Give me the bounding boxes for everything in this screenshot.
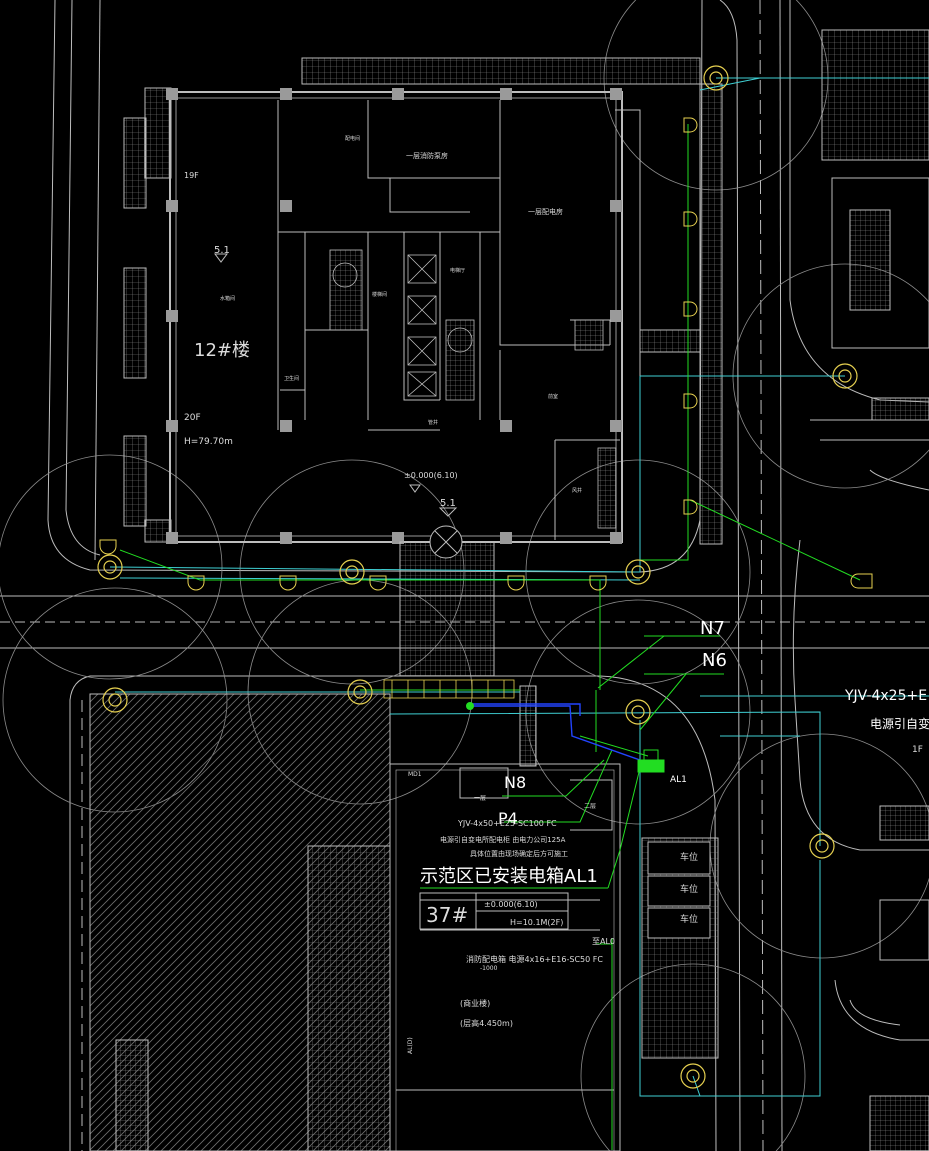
parking-a: 车位 <box>680 851 698 863</box>
grid-mark: 5.1 <box>214 245 230 256</box>
label-n7: N7 <box>700 618 725 639</box>
lower-left-lot <box>89 693 391 1151</box>
box-tag-a: 一层 <box>474 795 486 802</box>
building-37-elevation: ±0.000(6.10) <box>484 900 538 909</box>
side-tag: AL(D) <box>407 1037 414 1054</box>
label-n6: N6 <box>702 650 727 671</box>
panel-label: 示范区已安装电箱AL1 <box>420 866 598 887</box>
room-small-g: 风井 <box>572 487 582 494</box>
building-height: H=79.70m <box>184 437 233 447</box>
building-37 <box>389 685 719 1151</box>
room-name: (商业楼) <box>460 998 490 1008</box>
elevation-mark: ±0.000(6.10) <box>404 471 458 480</box>
note-line1: 电源引自变电所配电柜 由电力公司125A <box>440 835 566 844</box>
note-line2: 具体位置由现场确定后方可施工 <box>470 849 568 858</box>
floors-top: 19F <box>184 171 199 180</box>
cable-right-note: 电源引自变电 <box>870 716 929 731</box>
cable-second: 消防配电箱 电源4x16+E16-SC50 FC <box>466 954 603 964</box>
cable-right: YJV-4x25+E <box>844 688 927 704</box>
room-fire-pump: 一层消防泵房 <box>406 151 448 160</box>
cable-main: YJV-4x50+E25-SC100 FC <box>457 819 557 828</box>
building-12-labels: 5.1 19F 12#楼 20F H=79.70m ±0.000(6.10) 5… <box>184 135 582 509</box>
right-structures <box>821 29 929 1151</box>
al1-box <box>466 702 665 773</box>
al0-label: 至AL0 <box>592 937 615 946</box>
grid-mark-lower: 5.1 <box>440 498 456 509</box>
parking-c: 车位 <box>680 913 698 925</box>
right-floor: 1F <box>912 745 923 755</box>
room-small-h: 卫生间 <box>284 375 299 382</box>
room-small-f: 管井 <box>428 419 438 426</box>
parking-b: 车位 <box>680 883 698 895</box>
label-al1: AL1 <box>670 775 687 785</box>
circuit-labels: N7 N6 N8 P4 AL1 YJV-4x25+E 电源引自变电 1F <box>498 618 929 828</box>
light-fixtures <box>97 65 858 1089</box>
sub-note: -1000 <box>480 965 498 972</box>
building-12 <box>123 57 723 677</box>
building-37-number: 37# <box>426 903 468 927</box>
wall-lamps <box>99 117 873 591</box>
room-small-c: 楼梯间 <box>372 291 387 298</box>
room-small-b: 水箱间 <box>220 295 235 302</box>
building-37-labels: YJV-4x50+E25-SC100 FC 电源引自变电所配电柜 由电力公司12… <box>407 771 698 1054</box>
label-p4: P4 <box>498 809 518 828</box>
small-tag: MD1 <box>408 771 422 778</box>
fixture-band <box>383 679 515 699</box>
building-37-height: H=10.1M(2F) <box>510 918 563 927</box>
blue-cable <box>468 703 641 761</box>
label-n8: N8 <box>504 773 526 792</box>
room-power: 一层配电房 <box>528 207 563 216</box>
room-elev: (层高4.450m) <box>460 1018 513 1028</box>
building-number: 12#楼 <box>194 340 250 361</box>
room-small-e: 前室 <box>548 393 558 400</box>
room-small-d: 电梯厅 <box>450 267 465 274</box>
room-small-a: 配电间 <box>345 135 360 142</box>
box-tag-b: 二层 <box>584 803 596 810</box>
floors-bottom: 20F <box>184 413 201 423</box>
